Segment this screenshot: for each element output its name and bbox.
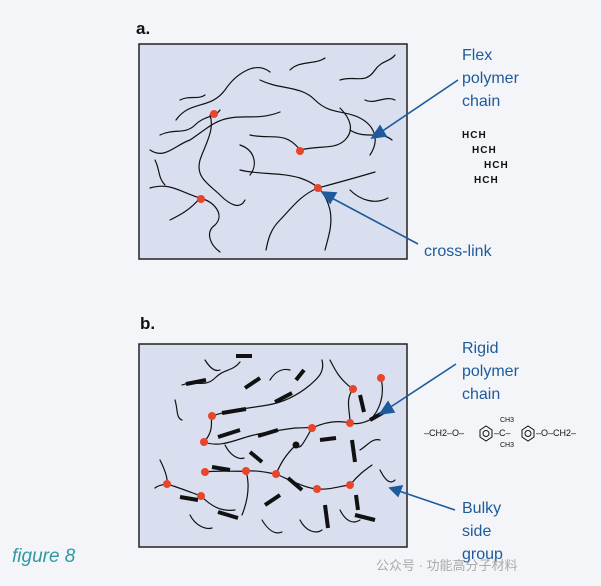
panel-a-crosslinks: [197, 110, 322, 203]
crosslink-dot: [349, 385, 357, 393]
crosslink-dot: [200, 438, 208, 446]
callout-line: Flex: [462, 47, 493, 64]
rigid-formula-top: CH3: [500, 417, 515, 424]
callout-line: chain: [462, 386, 501, 403]
rigid-formula-left: –CH2–O–: [424, 428, 465, 438]
crosslink-dot: [242, 467, 250, 475]
flex-chain-callout: Flex polymer chain: [462, 44, 519, 113]
crosslink-dot: [197, 492, 205, 500]
rigid-formula-right: –O–CH2–: [536, 428, 577, 438]
crosslink-dot: [296, 147, 304, 155]
crosslink-dot: [313, 485, 321, 493]
panel-b-arrows: [378, 363, 457, 511]
flex-formula-unit: HCH: [484, 160, 509, 171]
panel-b-box: [138, 343, 408, 548]
flex-formula-unit: HCH: [474, 175, 499, 186]
crosslink-dot: [197, 195, 205, 203]
rigid-formula-middle: –C–: [494, 428, 511, 438]
panel-a-label: a.: [136, 19, 151, 38]
crosslink-dot: [308, 424, 316, 432]
callout-line: group: [462, 546, 503, 563]
crosslink-dot: [201, 468, 209, 476]
callout-line: Bulky: [462, 500, 502, 517]
crosslink-dot: [208, 412, 216, 420]
callout-line: side: [462, 523, 492, 540]
watermark: 公众号 · 功能高分子材料: [376, 558, 518, 573]
rigid-formula-rings: [479, 425, 535, 442]
figure-caption: figure 8: [12, 546, 76, 567]
crosslink-dot: [210, 110, 218, 118]
crosslink-callout: cross-link: [424, 243, 492, 260]
crosslink-dot: [272, 470, 280, 478]
callout-line: Rigid: [462, 340, 499, 357]
rigid-chain-callout: Rigid polymer chain: [462, 337, 519, 406]
crosslink-dot: [346, 481, 354, 489]
crosslink-dot: [377, 374, 385, 382]
panel-b-label: b.: [140, 314, 156, 333]
crosslink-dot: [346, 419, 354, 427]
junction-dot: [292, 441, 300, 449]
panel-a-chains: [149, 54, 396, 253]
panel-a-box: [138, 43, 408, 260]
callout-line: polymer: [462, 363, 519, 380]
rigid-formula-bottom: CH3: [500, 442, 515, 449]
crosslink-dot: [163, 480, 171, 488]
crosslink-dot: [314, 184, 322, 192]
bulky-side-group-callout: Bulky side group: [462, 497, 503, 566]
panel-b-crosslinks: [163, 374, 385, 500]
panel-a-arrows: [320, 79, 459, 245]
flex-formula-unit: HCH: [462, 130, 487, 141]
callout-line: chain: [462, 93, 501, 110]
flex-formula-unit: HCH: [472, 145, 497, 156]
callout-line: polymer: [462, 70, 519, 87]
